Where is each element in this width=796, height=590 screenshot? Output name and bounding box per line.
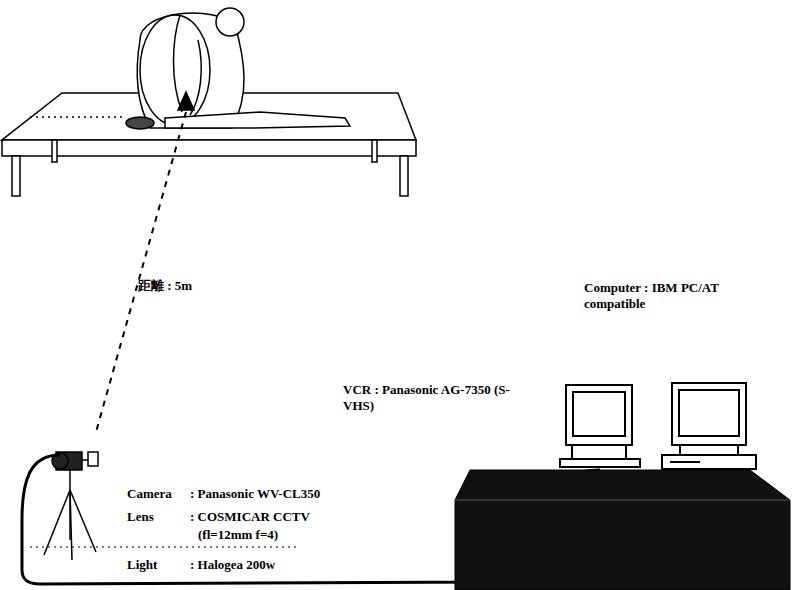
lens-model: : COSMICAR CCTV — [190, 509, 310, 525]
reference-line — [30, 546, 300, 547]
table-edge — [2, 140, 416, 156]
light-spec: : Halogea 200w — [190, 557, 275, 573]
camera-model: : Panasonic WV-CL350 — [190, 486, 320, 502]
distance-label: 距離 : 5m — [138, 278, 192, 294]
desk-edge — [455, 500, 790, 501]
light-label: Light — [127, 557, 157, 573]
camera — [44, 452, 98, 560]
lens-spec: (fl=12mm f=4) — [198, 527, 278, 543]
monitor — [560, 385, 640, 467]
reference-line — [30, 116, 125, 118]
computer-label: Computer : IBM PC/AT compatible — [584, 280, 734, 312]
table-leg — [372, 140, 377, 162]
sight-line — [96, 112, 186, 432]
desk — [455, 470, 790, 590]
person — [126, 8, 350, 129]
camera-label: Camera — [127, 486, 172, 502]
table-leg — [12, 156, 20, 196]
computer — [662, 383, 756, 469]
table-leg — [52, 140, 57, 162]
lens-label: Lens — [127, 509, 154, 525]
vcr-label: VCR : Panasonic AG-7350 (S-VHS) — [343, 382, 523, 414]
table-leg — [400, 156, 408, 196]
